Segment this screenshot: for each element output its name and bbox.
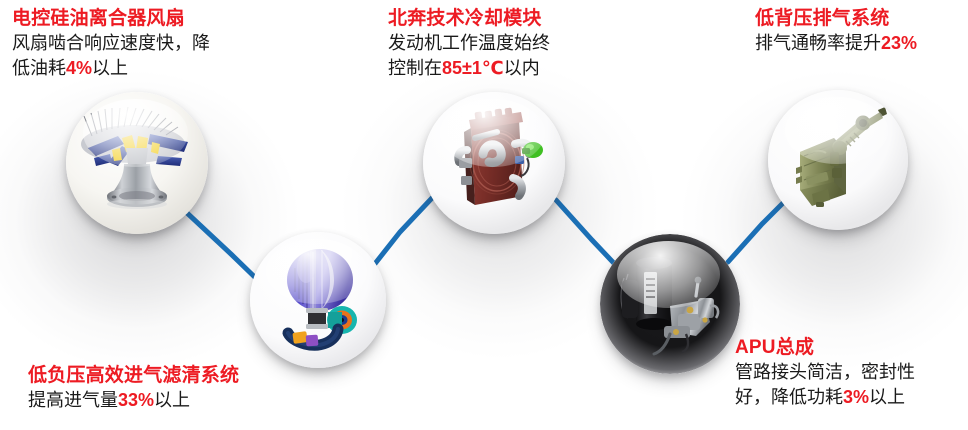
text-block-cooling-module: 北奔技术冷却模块 发动机工作温度始终 控制在85±1℃以内: [388, 6, 550, 81]
block-line: 排气通畅率提升23%: [755, 31, 917, 56]
block-line: 风扇啮合响应速度快，降: [12, 31, 210, 56]
text-run: 低油耗: [12, 58, 66, 78]
text-run: 控制在: [388, 58, 442, 78]
text-run: 以上: [92, 58, 129, 78]
text-run: 风扇啮合响应速度快，降: [12, 33, 210, 53]
silicone-clutch-fan-photo: [66, 92, 208, 234]
node-apu-assembly[interactable]: [600, 234, 740, 374]
node-exhaust-system[interactable]: [768, 90, 908, 230]
node-silicone-clutch-fan[interactable]: [66, 92, 208, 234]
text-highlight: 85±1℃: [442, 58, 504, 78]
text-run: 好，降低功耗: [735, 387, 843, 407]
block-title-intake-filter-system: 低负压高效进气滤清系统: [28, 365, 240, 386]
text-highlight: 4%: [66, 58, 93, 78]
text-run: 发动机工作温度始终: [388, 33, 550, 53]
air-filter-photo: [250, 232, 386, 368]
block-line: 低油耗4%以上: [12, 56, 210, 81]
block-title-apu-assembly: APU总成: [735, 337, 815, 358]
block-line: 管路接头简洁，密封性: [735, 360, 915, 385]
exhaust-system-photo: [768, 90, 908, 230]
block-line: 好，降低功耗3%以上: [735, 385, 915, 410]
text-highlight: 33%: [118, 390, 155, 410]
text-run: 以上: [154, 390, 191, 410]
text-run: 以上: [869, 387, 906, 407]
text-run: 管路接头简洁，密封性: [735, 362, 915, 382]
block-line: 发动机工作温度始终: [388, 31, 550, 56]
text-block-intake-filter-system: 低负压高效进气滤清系统 提高进气量33%以上: [28, 363, 239, 413]
text-block-silicone-clutch-fan: 电控硅油离合器风扇 风扇啮合响应速度快，降 低油耗4%以上: [12, 6, 210, 81]
apu-assembly-photo: [600, 234, 740, 374]
text-block-apu-assembly: APU总成 管路接头简洁，密封性 好，降低功耗3%以上: [735, 335, 915, 410]
text-run: 排气通畅率提升: [755, 33, 881, 53]
node-cooling-module[interactable]: [423, 92, 565, 234]
block-title-low-backpressure-exhaust: 低背压排气系统: [755, 8, 890, 29]
block-line: 控制在85±1℃以内: [388, 56, 550, 81]
block-line: 提高进气量33%以上: [28, 388, 239, 413]
block-title-cooling-module: 北奔技术冷却模块: [388, 8, 542, 29]
text-block-low-backpressure-exhaust: 低背压排气系统 排气通畅率提升23%: [755, 6, 917, 56]
text-highlight: 23%: [881, 33, 918, 53]
text-run: 以内: [503, 58, 540, 78]
text-highlight: 3%: [843, 387, 870, 407]
block-title-silicone-clutch-fan: 电控硅油离合器风扇: [12, 8, 185, 29]
node-air-filter[interactable]: [250, 232, 386, 368]
cooling-module-photo: [423, 92, 565, 234]
text-run: 提高进气量: [28, 390, 118, 410]
connector-filter-to-radiator: [367, 195, 435, 273]
